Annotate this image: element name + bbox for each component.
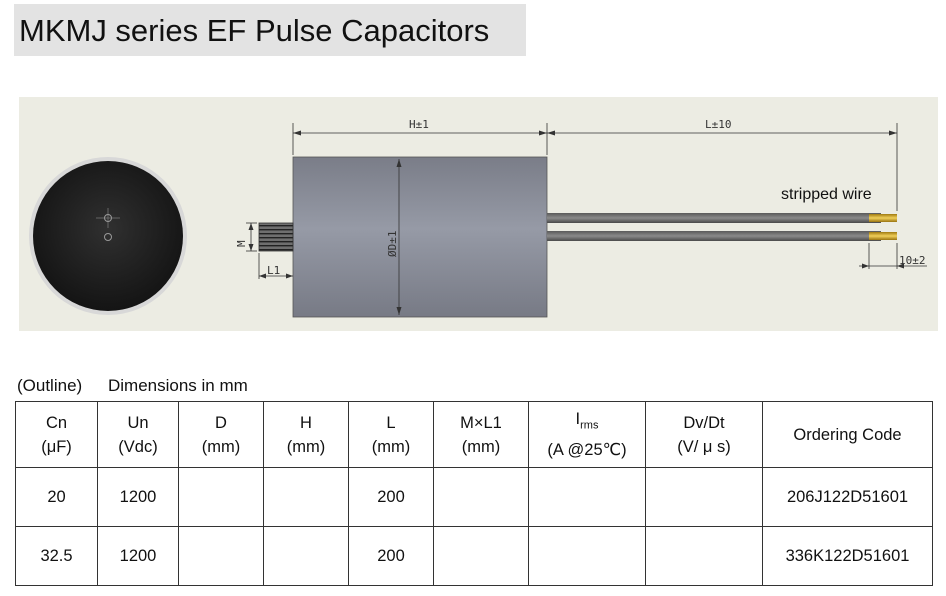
cell-dvdt xyxy=(645,526,763,586)
dim-strip-label: 10±2 xyxy=(899,254,926,267)
outline-caption: (Outline) xyxy=(17,376,83,395)
spec-table: Cn(μF) Un(Vdc) D(mm) H(mm) L(mm) M×L1(mm… xyxy=(15,401,933,586)
dimension-lines xyxy=(246,123,927,315)
header-l: L(mm) xyxy=(348,401,434,468)
threaded-stud xyxy=(258,222,294,252)
dim-d-label: ØD±1 xyxy=(386,231,399,258)
cell-l: 200 xyxy=(348,467,434,527)
cell-l: 200 xyxy=(348,526,434,586)
cell-d xyxy=(178,526,264,586)
dim-l1-label: L1 xyxy=(267,264,280,277)
dimension-arrows xyxy=(248,130,904,315)
header-un: Un(Vdc) xyxy=(97,401,179,468)
end-view-disc xyxy=(29,157,187,315)
stripped-tip-bottom xyxy=(869,232,897,240)
title-bar: MKMJ series EF Pulse Capacitors xyxy=(14,4,526,56)
table-row: 20 1200 200 206J122D51601 xyxy=(15,467,933,527)
cell-h xyxy=(263,526,349,586)
header-irms: Irms(A @25℃) xyxy=(528,401,646,468)
header-cn: Cn(μF) xyxy=(15,401,98,468)
stripped-wire-label: stripped wire xyxy=(781,186,872,203)
cell-h xyxy=(263,467,349,527)
header-d: D(mm) xyxy=(178,401,264,468)
table-header-row: Cn(μF) Un(Vdc) D(mm) H(mm) L(mm) M×L1(mm… xyxy=(15,401,933,468)
header-h: H(mm) xyxy=(263,401,349,468)
cell-un: 1200 xyxy=(97,526,179,586)
capacitor-outline-svg: H±1 L±10 ØD±1 M L1 10±2 stripped wire xyxy=(29,118,927,318)
cell-mxl1 xyxy=(433,526,529,586)
cell-irms xyxy=(528,526,646,586)
cell-cn: 32.5 xyxy=(15,526,98,586)
dim-m-label: M xyxy=(235,240,248,247)
cell-d xyxy=(178,467,264,527)
cell-mxl1 xyxy=(433,467,529,527)
outline-drawing: H±1 L±10 ØD±1 M L1 10±2 stripped wire xyxy=(19,97,938,331)
wire-top xyxy=(547,213,881,223)
header-mxl1: M×L1(mm) xyxy=(433,401,529,468)
dim-h-label: H±1 xyxy=(409,118,429,131)
cell-ordering-code: 206J122D51601 xyxy=(762,467,933,527)
capacitor-body xyxy=(292,156,548,318)
cell-ordering-code: 336K122D51601 xyxy=(762,526,933,586)
cell-irms xyxy=(528,467,646,527)
cell-cn: 20 xyxy=(15,467,98,527)
dimensions-caption: Dimensions in mm xyxy=(108,376,248,395)
cell-dvdt xyxy=(645,467,763,527)
wire-bottom xyxy=(547,231,881,241)
stripped-tip-top xyxy=(869,214,897,222)
dim-l-label: L±10 xyxy=(705,118,732,131)
header-ordering-code: Ordering Code xyxy=(762,401,933,468)
header-dvdt: Dv/Dt(V/ μ s) xyxy=(645,401,763,468)
cell-un: 1200 xyxy=(97,467,179,527)
table-row: 32.5 1200 200 336K122D51601 xyxy=(15,526,933,586)
page-title: MKMJ series EF Pulse Capacitors xyxy=(19,13,490,48)
